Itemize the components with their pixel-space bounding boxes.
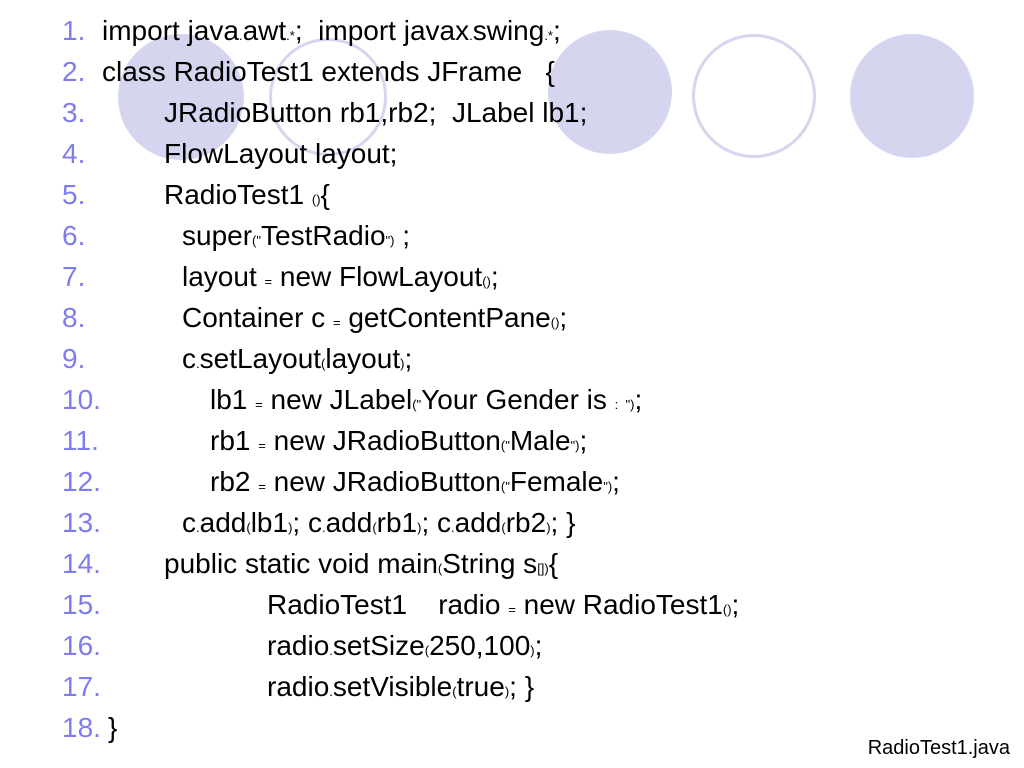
- line-number: 16.: [62, 630, 101, 661]
- code-text: layout = new FlowLayout();: [182, 261, 499, 292]
- line-number: 13.: [62, 507, 101, 538]
- code-text: Container c = getContentPane();: [182, 302, 568, 333]
- line-number: 1.: [62, 15, 86, 46]
- line-number: 8.: [62, 302, 86, 333]
- code-line: 11. rb1 = new JRadioButton("Male");: [62, 420, 587, 461]
- code-line: 3. JRadioButton rb1,rb2; JLabel lb1;: [62, 92, 587, 133]
- code-line: 15. RadioTest1 radio = new RadioTest1();: [62, 584, 739, 625]
- code-text: lb1 = new JLabel("Your Gender is : ");: [210, 384, 643, 415]
- code-line: 8. Container c = getContentPane();: [62, 297, 567, 338]
- code-listing: 1. import java.awt.*; import javax.swing…: [62, 10, 739, 748]
- code-line: 4. FlowLayout layout;: [62, 133, 397, 174]
- slide-footer-filename: RadioTest1.java: [867, 737, 1010, 759]
- code-text: c.setLayout(layout);: [182, 343, 413, 374]
- code-line: 12. rb2 = new JRadioButton("Female");: [62, 461, 620, 502]
- line-number: 3.: [62, 97, 86, 128]
- code-text: rb2 = new JRadioButton("Female");: [210, 466, 620, 497]
- decorative-circle-outline-2: [692, 34, 816, 158]
- code-text: radio.setSize(250,100);: [267, 630, 543, 661]
- code-text: RadioTest1 (){: [164, 179, 330, 210]
- line-number: 17.: [62, 671, 101, 702]
- line-number: 5.: [62, 179, 86, 210]
- line-number: 2.: [62, 56, 86, 87]
- decorative-circle-filled-1: [118, 34, 244, 160]
- code-line: 9. c.setLayout(layout);: [62, 338, 412, 379]
- code-text: super("TestRadio") ;: [182, 220, 411, 251]
- decorative-circle-filled-3: [850, 34, 974, 158]
- line-number: 10.: [62, 384, 101, 415]
- code-line: 18. }: [62, 707, 117, 748]
- code-text: rb1 = new JRadioButton("Male");: [210, 425, 588, 456]
- code-text: RadioTest1 radio = new RadioTest1();: [267, 589, 740, 620]
- code-line: 6. super("TestRadio") ;: [62, 215, 410, 256]
- code-line: 14. public static void main(String s[]){: [62, 543, 558, 584]
- line-number: 6.: [62, 220, 86, 251]
- line-number: 11.: [62, 425, 99, 456]
- code-line: 7. layout = new FlowLayout();: [62, 256, 499, 297]
- line-number: 7.: [62, 261, 86, 292]
- line-number: 18.: [62, 712, 101, 743]
- code-text: public static void main(String s[]){: [164, 548, 559, 579]
- code-line: 10. lb1 = new JLabel("Your Gender is : "…: [62, 379, 642, 420]
- code-line: 2. class RadioTest1 extends JFrame {: [62, 51, 555, 92]
- line-number: 15.: [62, 589, 101, 620]
- line-number: 12.: [62, 466, 101, 497]
- line-number: 14.: [62, 548, 101, 579]
- code-line: 5. RadioTest1 (){: [62, 174, 330, 215]
- code-text: class RadioTest1 extends JFrame {: [102, 56, 555, 87]
- code-line: 13. c.add(lb1); c.add(rb1); c.add(rb2); …: [62, 502, 575, 543]
- code-text: JRadioButton rb1,rb2; JLabel lb1;: [164, 97, 588, 128]
- code-line: 1. import java.awt.*; import javax.swing…: [62, 10, 561, 51]
- code-line: 16. radio.setSize(250,100);: [62, 625, 542, 666]
- code-line: 17. radio.setVisible(true); }: [62, 666, 534, 707]
- code-text: c.add(lb1); c.add(rb1); c.add(rb2); }: [182, 507, 576, 538]
- code-text: import java.awt.*; import javax.swing.*;: [102, 15, 561, 46]
- code-text: radio.setVisible(true); }: [267, 671, 535, 702]
- decorative-circle-outline-1: [269, 38, 387, 156]
- code-text: }: [108, 712, 118, 743]
- decorative-circle-filled-2: [548, 30, 672, 154]
- line-number: 4.: [62, 138, 86, 169]
- code-text: FlowLayout layout;: [164, 138, 398, 169]
- line-number: 9.: [62, 343, 86, 374]
